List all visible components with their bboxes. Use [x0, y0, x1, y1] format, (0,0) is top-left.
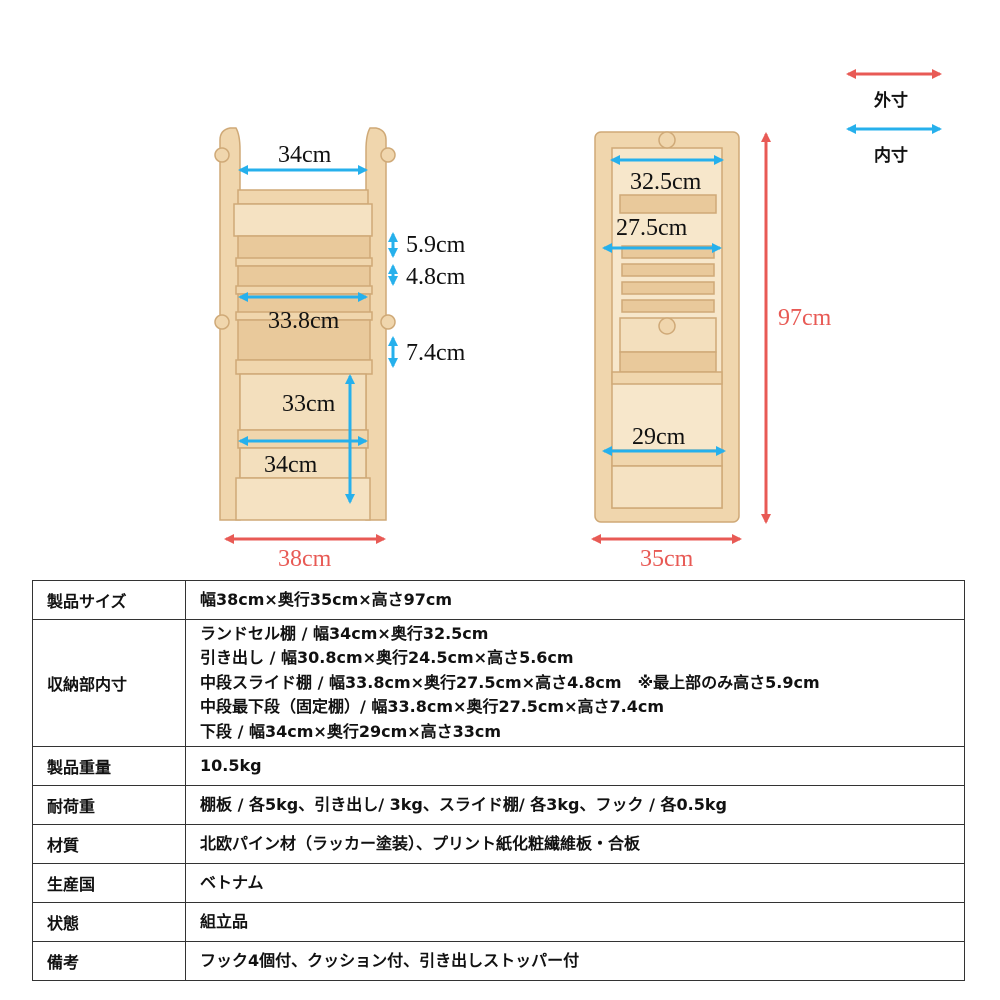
product-figure: 外寸 内寸 34cm 5.9cm 4.8cm 33.8cm 7.4cm 33cm…: [214, 69, 942, 572]
spec-table: 製品サイズ 幅38cm×奥行35cm×高さ97cm 収納部内寸 ランドセル棚 /…: [32, 580, 965, 981]
table-row: 耐荷重 棚板 / 各5kg、引き出し/ 3kg、スライド棚/ 各3kg、フック …: [32, 785, 965, 825]
front-dimension-lines: [224, 165, 398, 544]
front-outer-width-label: 38cm: [278, 546, 332, 572]
table-row: 材質 北欧パイン材（ラッカー塗装）、プリント紙化粧繊維板・合板: [32, 824, 965, 864]
side-lower-depth-label: 29cm: [632, 424, 686, 450]
spec-key: 材質: [32, 824, 186, 864]
front-lower-height-label: 33cm: [282, 391, 336, 417]
spec-key: 備考: [32, 941, 186, 981]
table-row: 製品サイズ 幅38cm×奥行35cm×高さ97cm: [32, 580, 965, 620]
spec-value: 幅38cm×奥行35cm×高さ97cm: [185, 580, 965, 620]
spec-value: 10.5kg: [185, 746, 965, 786]
side-outer-height-label: 97cm: [778, 305, 832, 331]
furniture-illustration: [214, 69, 942, 544]
spec-key: 製品重量: [32, 746, 186, 786]
spec-key: 耐荷重: [32, 785, 186, 825]
table-row: 収納部内寸 ランドセル棚 / 幅34cm×奥行32.5cm 引き出し / 幅30…: [32, 619, 965, 747]
spec-value: ランドセル棚 / 幅34cm×奥行32.5cm 引き出し / 幅30.8cm×奥…: [185, 619, 965, 747]
side-slide-depth-label: 27.5cm: [616, 215, 688, 241]
spec-key: 製品サイズ: [32, 580, 186, 620]
table-row: 状態 組立品: [32, 902, 965, 942]
side-outer-depth-label: 35cm: [640, 546, 694, 572]
inner-dimension-legend: 内寸: [874, 146, 908, 166]
front-top-width-label: 34cm: [278, 142, 332, 168]
spec-value: 組立品: [185, 902, 965, 942]
front-fixed-shelf-height-label: 7.4cm: [406, 340, 466, 366]
front-shelf-height-label: 4.8cm: [406, 264, 466, 290]
spec-key: 収納部内寸: [32, 619, 186, 747]
spec-value: 北欧パイン材（ラッカー塗装）、プリント紙化粧繊維板・合板: [185, 824, 965, 864]
spec-key: 状態: [32, 902, 186, 942]
spec-value: フック4個付、クッション付、引き出しストッパー付: [185, 941, 965, 981]
legend-arrows: [846, 69, 942, 134]
spec-value: ベトナム: [185, 863, 965, 903]
table-row: 製品重量 10.5kg: [32, 746, 965, 786]
spec-value: 棚板 / 各5kg、引き出し/ 3kg、スライド棚/ 各3kg、フック / 各0…: [185, 785, 965, 825]
table-row: 生産国 ベトナム: [32, 863, 965, 903]
side-top-depth-label: 32.5cm: [630, 169, 702, 195]
front-lower-width-label: 34cm: [264, 452, 318, 478]
front-top-shelf-height-label: 5.9cm: [406, 232, 466, 258]
front-slide-width-label: 33.8cm: [268, 308, 340, 334]
outer-dimension-legend: 外寸: [874, 91, 908, 111]
side-dimension-lines: [591, 132, 771, 544]
spec-key: 生産国: [32, 863, 186, 903]
table-row: 備考 フック4個付、クッション付、引き出しストッパー付: [32, 941, 965, 981]
